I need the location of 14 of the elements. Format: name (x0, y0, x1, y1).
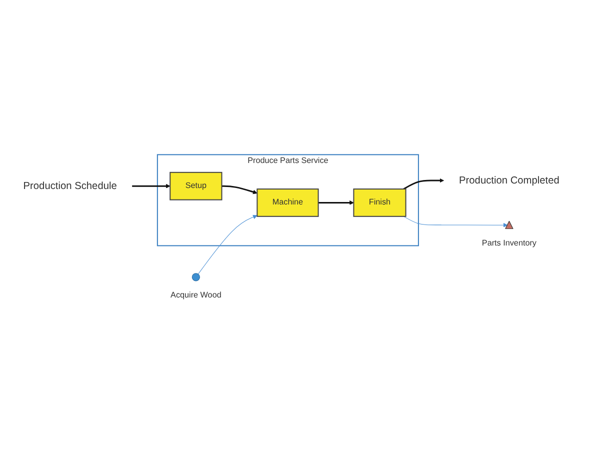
node-text: Production Completed (458, 174, 559, 186)
node-box: Machine (256, 188, 318, 217)
node-box: Setup (169, 172, 222, 200)
arrow (402, 216, 508, 228)
node-box: Finish (352, 188, 406, 217)
node-label: Acquire Wood (170, 291, 221, 300)
arrow (132, 184, 170, 188)
arrow (318, 200, 354, 205)
node-text: Production Schedule (22, 180, 116, 192)
arrow (221, 185, 257, 194)
arrow (197, 214, 257, 274)
node-label: Parts Inventory (481, 238, 536, 248)
arrow (402, 178, 444, 190)
node-circle (191, 273, 200, 282)
